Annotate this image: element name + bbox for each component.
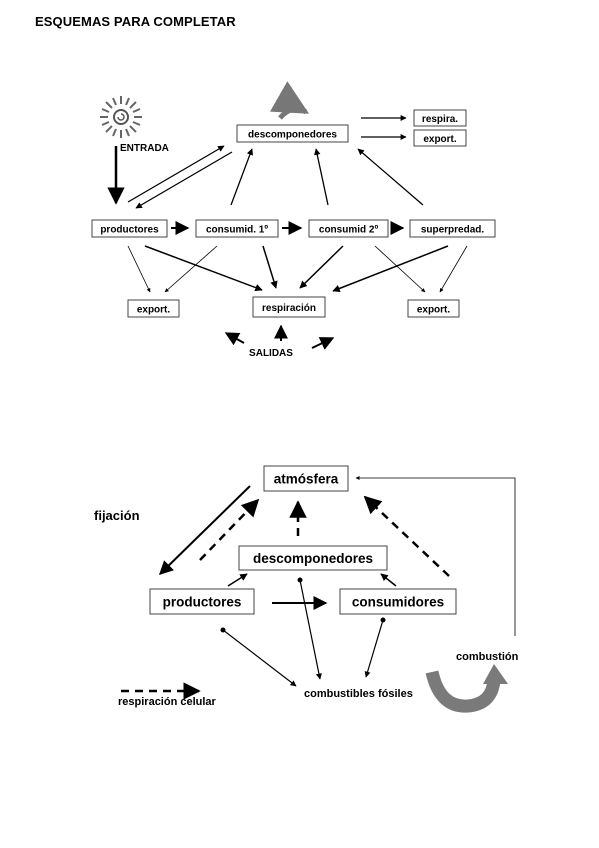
- node-respiracion: respiración: [252, 296, 326, 318]
- page-title: ESQUEMAS PARA COMPLETAR: [35, 14, 236, 29]
- node-productores-1-label: productores: [100, 225, 159, 236]
- carbon-cycle-diagram: atmósfera descomponedores productores co…: [94, 465, 519, 713]
- node-descomponedores-2-label: descomponedores: [253, 551, 373, 566]
- node-atmosfera-label: atmósfera: [274, 472, 339, 487]
- node-productores-2-label: productores: [163, 595, 242, 610]
- carbon-cycle-arrows: [121, 476, 516, 700]
- node-export-top-label: export.: [423, 134, 457, 145]
- node-superpredad-label: superpredad.: [421, 225, 485, 236]
- node-export-top: export.: [413, 129, 467, 147]
- combustion-arrow-icon: [425, 664, 508, 713]
- recycle-arrow-icon: [269, 81, 310, 120]
- node-descomponedores-2: descomponedores: [238, 545, 388, 571]
- node-descomponedores-1-label: descomponedores: [248, 130, 337, 141]
- node-consumid1: consumid. 1º: [195, 219, 279, 238]
- node-consumid2-label: consumid 2º: [319, 225, 379, 236]
- respiracion-celular-label: respiración celular: [118, 696, 217, 708]
- node-respira-label: respira.: [422, 114, 458, 125]
- origin-dots: [220, 577, 386, 633]
- node-superpredad: superpredad.: [409, 219, 496, 238]
- energy-flow-arrows: [107, 115, 468, 350]
- fijacion-label: fijación: [94, 508, 140, 523]
- energy-flow-diagram: ENTRADA descomponedores respira. export.…: [91, 81, 496, 359]
- node-export-left: export.: [127, 299, 180, 318]
- entrada-label: ENTRADA: [120, 143, 169, 154]
- node-export-right: export.: [407, 299, 460, 318]
- node-consumidores: consumidores: [339, 588, 457, 615]
- node-respiracion-label: respiración: [262, 303, 316, 314]
- node-productores-2: productores: [149, 588, 255, 615]
- node-export-right-label: export.: [417, 305, 451, 316]
- node-descomponedores-1: descomponedores: [236, 124, 349, 143]
- salidas-label: SALIDAS: [249, 348, 293, 359]
- node-productores-1: productores: [91, 219, 168, 238]
- node-consumid2: consumid 2º: [308, 219, 389, 238]
- combustibles-fosiles-label: combustibles fósiles: [304, 688, 413, 700]
- combustion-label: combustión: [456, 651, 519, 663]
- node-atmosfera: atmósfera: [263, 465, 349, 492]
- node-respira: respira.: [413, 109, 467, 127]
- sun-icon: [100, 96, 142, 138]
- node-consumid1-label: consumid. 1º: [206, 225, 268, 236]
- node-consumidores-label: consumidores: [352, 595, 444, 610]
- node-export-left-label: export.: [137, 305, 171, 316]
